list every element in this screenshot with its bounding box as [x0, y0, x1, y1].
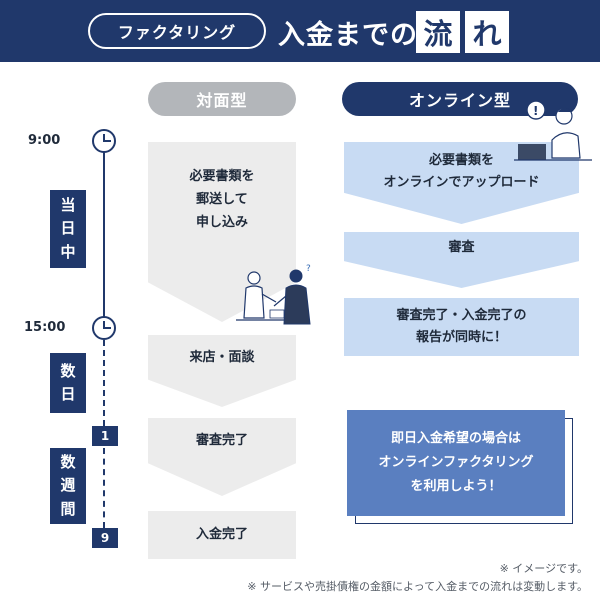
svg-text:?: ? — [306, 264, 311, 274]
period-same-day: 当 日 中 — [50, 190, 86, 268]
header-title-box-2: れ — [465, 11, 509, 53]
meeting-illustration: ? — [236, 264, 311, 325]
period-few-weeks: 数 週 間 — [50, 448, 86, 524]
period-few-days: 数 日 — [50, 353, 86, 413]
calendar-day-1-icon: 1 — [92, 426, 118, 446]
header-factoring-pill: ファクタリング — [88, 13, 266, 49]
face-to-face-step-apply: 必要書類を 郵送して 申し込み — [148, 142, 296, 322]
same-day-tip-note: 即日入金希望の場合は オンラインファクタリング を利用しよう！ — [347, 410, 565, 516]
calendar-day-label: 1 — [100, 429, 110, 443]
clock-icon — [92, 129, 116, 153]
footnote-disclaimer: ※ サービスや売掛債権の金額によって入金までの流れは変動します。 — [247, 580, 588, 593]
calendar-day-label: 9 — [100, 531, 110, 545]
time-label-start: 9:00 — [28, 133, 61, 148]
face-to-face-step-payment-done: 入金完了 — [148, 511, 296, 559]
time-label-mid: 15:00 — [24, 320, 66, 335]
footnote-image-note: ※ イメージです。 — [499, 562, 588, 575]
face-to-face-column-header: 対面型 — [148, 82, 296, 116]
online-column-header: オンライン型 — [342, 82, 578, 116]
header-title-box-1: 流 — [416, 11, 460, 53]
clock-icon — [92, 316, 116, 340]
online-step-complete: 審査完了・入金完了の 報告が同時に！ — [344, 298, 579, 356]
header-title: 入金までの — [278, 19, 418, 51]
online-step-review: 審査 — [344, 232, 579, 288]
face-to-face-step-interview: 来店・面談 — [148, 335, 296, 407]
timeline-line-weeks — [103, 448, 105, 528]
header-banner: ファクタリング 入金までの 流 れ — [0, 0, 600, 62]
laptop-user-illustration: ! — [514, 100, 592, 161]
calendar-day-9-icon: 9 — [92, 528, 118, 548]
face-to-face-step-review-done: 審査完了 — [148, 418, 296, 496]
timeline-line-same-day — [103, 152, 105, 318]
svg-text:!: ! — [533, 104, 538, 118]
timeline-line-days — [103, 340, 105, 426]
